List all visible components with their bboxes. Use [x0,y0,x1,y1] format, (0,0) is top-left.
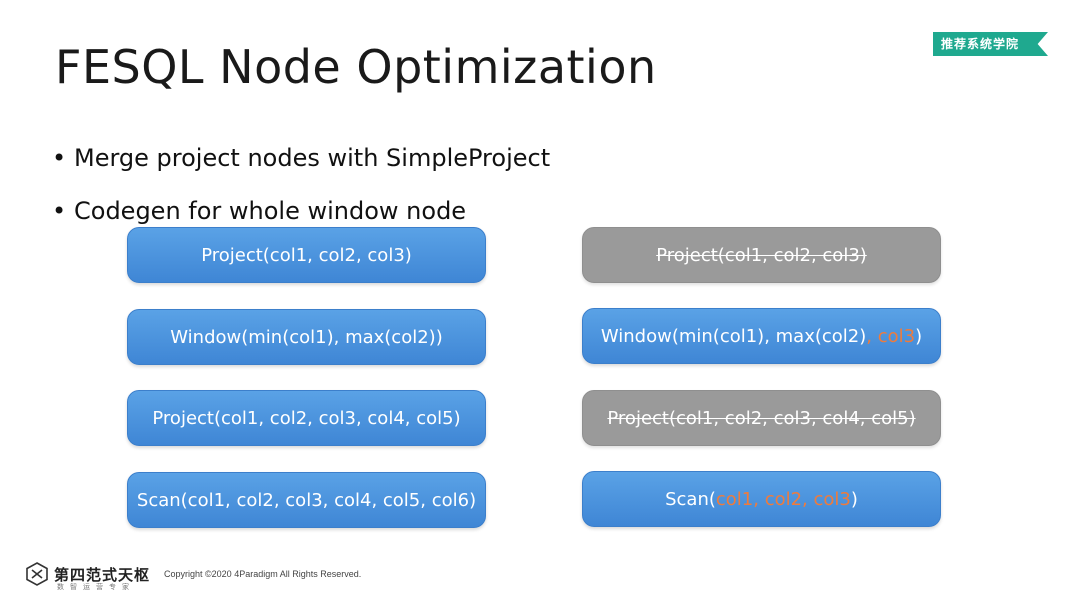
bullet-item: •Codegen for whole window node [52,197,466,225]
node-text: ) [850,488,858,510]
bullet-text: Codegen for whole window node [74,197,467,225]
company-logo-subtitle: 数智运营专家 [57,583,135,591]
bullet-marker: • [52,144,67,172]
node-text: Window(min(col1), max(col2) [600,325,867,347]
node-text: Scan( [665,488,716,510]
left-project-node: Project(col1, col2, col3) [127,227,486,283]
copyright-text: Copyright ©2020 4Paradigm All Rights Res… [164,569,362,579]
bullet-item: •Merge project nodes with SimpleProject [52,144,550,172]
left-window-node: Window(min(col1), max(col2)) [127,309,486,365]
pruned-columns-highlight: col1, col2, col3 [715,488,851,510]
left-scan-node: Scan(col1, col2, col3, col4, col5, col6) [127,472,486,528]
slide-title: FESQL Node Optimization [55,40,657,94]
added-column-highlight: , col3 [866,325,916,347]
right-window-node: Window(min(col1), max(col2), col3) [582,308,941,364]
right-scan-node: Scan(col1, col2, col3) [582,471,941,527]
brand-badge: 推荐系统学院 [933,32,1048,56]
left-project-node-5cols: Project(col1, col2, col3, col4, col5) [127,390,486,446]
footer: 第四范式天枢 数智运营专家 Copyright ©2020 4Paradigm … [25,562,362,591]
node-text: ) [915,325,923,347]
bullet-marker: • [52,197,67,225]
right-project-node-removed: Project(col1, col2, col3) [582,227,941,283]
right-project-node-removed-5cols: Project(col1, col2, col3, col4, col5) [582,390,941,446]
company-logo-icon [26,562,48,586]
bullet-text: Merge project nodes with SimpleProject [74,144,551,172]
company-logo-text: 第四范式天枢 [54,565,151,584]
